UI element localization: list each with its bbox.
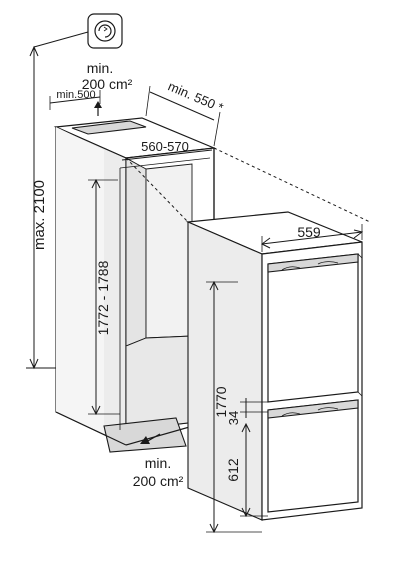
vent-bottom-min-label: min.: [145, 455, 171, 471]
door-gap-label: 34: [226, 411, 241, 425]
appliance-height-label: 1770: [213, 386, 229, 417]
bottom-vent-arrow: [140, 433, 161, 444]
fridge-upper-door: [267, 253, 359, 403]
niche-depth-label: min. 550 *: [166, 79, 226, 116]
niche-width-label: 560-570: [141, 139, 189, 154]
freezer-door-height-dimension: 612: [225, 422, 268, 518]
appliance-height-dimension: 1770: [206, 280, 262, 534]
freezer-door-height-label: 612: [225, 458, 241, 482]
air-circulation-icon: [87, 13, 123, 49]
top-vent-arrow: [94, 101, 102, 116]
vent-top-min-label: min.: [87, 60, 113, 76]
niche-depth-top-label: min.500: [56, 89, 95, 101]
appliance-width-label: 559: [297, 224, 321, 240]
max-height-label: max. 2100: [31, 180, 48, 250]
niche-width-dimension: 560-570: [121, 139, 213, 161]
appliance-width-dimension: 559: [261, 224, 364, 252]
fridge-appliance: [185, 211, 363, 521]
door-gap-dimension: 34: [226, 398, 268, 425]
vent-bottom-area-label: 200 cm²: [133, 473, 184, 489]
max-height-leader-top: [33, 31, 89, 48]
projection-line-top: [213, 147, 371, 223]
niche-height-label: 1772 - 1788: [95, 260, 111, 335]
vent-top-area-label: 200 cm²: [82, 76, 133, 92]
niche-height-dimension: 1772 - 1788: [88, 178, 120, 416]
niche-depth-top-dimension: min.500: [49, 89, 101, 110]
